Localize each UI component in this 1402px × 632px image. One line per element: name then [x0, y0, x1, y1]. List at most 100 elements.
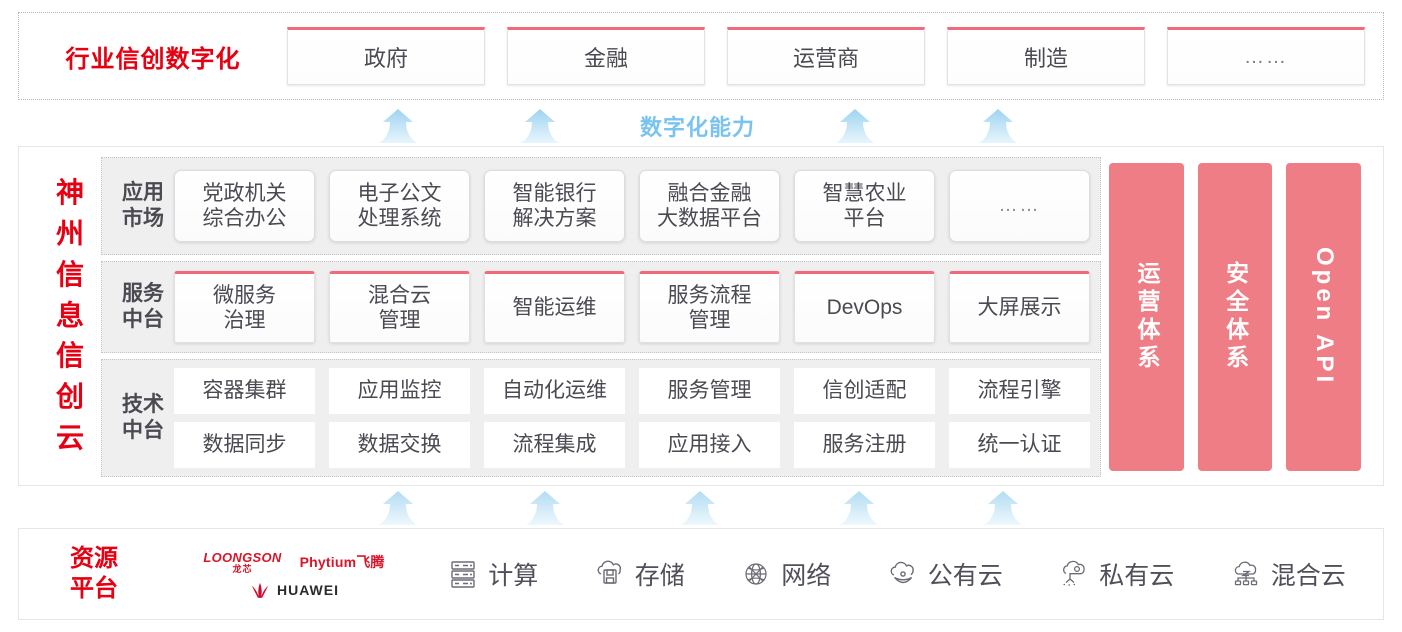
cell-line: 混合云	[368, 283, 431, 307]
up-arrow-icon	[522, 490, 568, 526]
technology-platform-cells: 容器集群 应用监控 自动化运维 服务管理 信创适配 流程引擎 数据同步 数据交换…	[174, 368, 1090, 468]
cell-line: 解决方案	[512, 207, 597, 230]
pillar-operations-system[interactable]: 运营体系	[1109, 163, 1184, 471]
private-cloud-icon	[1057, 557, 1091, 591]
resource-item-label: 存储	[634, 562, 685, 590]
hybrid-cloud-icon	[1229, 557, 1263, 591]
cell-line: 微服务	[213, 283, 276, 307]
row-label-line: 服务	[122, 282, 164, 306]
resource-platform-frame: 资源 平台 LOONGSON 龙芯 Phytium飞腾	[18, 528, 1384, 620]
resource-item-label: 混合云	[1270, 562, 1346, 590]
service-card-microservice-governance[interactable]: 微服务 治理	[174, 271, 315, 343]
resource-item-public-cloud[interactable]: 公有云	[886, 556, 1003, 592]
tech-card-app-monitoring[interactable]: 应用监控	[329, 368, 470, 414]
public-cloud-icon	[886, 557, 920, 591]
tech-card-process-engine[interactable]: 流程引擎	[949, 368, 1090, 414]
row-label-line: 中台	[122, 419, 164, 442]
cloud-title-char: 州	[55, 217, 84, 249]
tech-card-automated-ops[interactable]: 自动化运维	[484, 368, 625, 414]
tech-card-data-sync[interactable]: 数据同步	[174, 422, 315, 468]
resource-platform-title: 资源 平台	[19, 544, 169, 604]
tech-card-service-registry[interactable]: 服务注册	[794, 422, 935, 468]
row-label-line: 应用	[122, 181, 164, 205]
resource-item-label: 私有云	[1099, 562, 1175, 590]
cloud-title-char: 信	[55, 258, 84, 290]
huawei-logo: HUAWEI	[249, 582, 339, 598]
cell-line: 服务流程	[667, 283, 752, 307]
cell-line: 大数据平台	[657, 207, 762, 230]
resource-item-compute[interactable]: 计算	[446, 556, 538, 592]
up-arrow-icon	[375, 490, 421, 526]
app-card-government-office[interactable]: 党政机关 综合办公	[174, 170, 315, 242]
row-service-platform: 服务 中台 微服务 治理 混合云 管理 智能运维 服务流程	[101, 261, 1101, 353]
app-card-edoc-system[interactable]: 电子公文 处理系统	[329, 170, 470, 242]
service-card-aiops[interactable]: 智能运维	[484, 271, 625, 343]
industry-band-title: 行业信创数字化	[65, 45, 241, 73]
tech-card-process-integration[interactable]: 流程集成	[484, 422, 625, 468]
industry-card-government[interactable]: 政府	[287, 27, 485, 85]
cloud-title-char: 神	[55, 176, 84, 208]
cloud-platform-frame: 神 州 信 息 信 创 云 应用 市场 党政机关 综合办公	[18, 146, 1384, 486]
app-card-more[interactable]: ……	[949, 170, 1090, 242]
cell-line: 处理系统	[357, 207, 442, 230]
service-card-process-mgmt[interactable]: 服务流程 管理	[639, 271, 780, 343]
resource-item-label: 计算	[488, 562, 539, 590]
pillar-open-api[interactable]: Open API	[1286, 163, 1362, 471]
resource-item-storage[interactable]: 存储	[593, 556, 685, 592]
cloud-title-char: 云	[55, 422, 84, 454]
pillar-security-system[interactable]: 安全体系	[1197, 163, 1273, 471]
tech-card-unified-auth[interactable]: 统一认证	[949, 422, 1090, 468]
industry-card-list: 政府 金融 运营商 制造 ……	[287, 27, 1383, 85]
cloud-platform-title: 神 州 信 息 信 创 云	[45, 155, 95, 477]
up-arrow-icon	[832, 108, 878, 144]
tech-card-service-mgmt[interactable]: 服务管理	[639, 368, 780, 414]
service-card-devops[interactable]: DevOps	[794, 271, 935, 343]
resource-item-network[interactable]: 网络	[739, 556, 831, 592]
resource-item-private-cloud[interactable]: 私有云	[1057, 556, 1174, 592]
cell-line: 管理	[378, 309, 421, 332]
resource-item-label: 公有云	[927, 562, 1003, 590]
cloud-title-char: 创	[55, 381, 84, 413]
loongson-logo-cn: 龙芯	[232, 563, 253, 574]
capability-label: 数字化能力	[640, 115, 756, 140]
cloud-pillar-list: 运营体系 安全体系 Open API	[1109, 163, 1362, 471]
resource-title-line: 资源	[70, 545, 118, 572]
pillar-label: 运营体系	[1133, 261, 1160, 373]
technology-cells-top: 容器集群 应用监控 自动化运维 服务管理 信创适配 流程引擎	[174, 368, 1090, 414]
cloud-row-list: 应用 市场 党政机关 综合办公 电子公文 处理系统 智能银行	[101, 157, 1101, 477]
resource-item-hybrid-cloud[interactable]: 混合云	[1229, 556, 1346, 592]
capability-arrow-strip: 数字化能力	[0, 104, 1402, 144]
industry-card-more[interactable]: ……	[1167, 27, 1365, 85]
service-platform-cells: 微服务 治理 混合云 管理 智能运维 服务流程 管理 DevOps 大屏展示	[174, 271, 1090, 343]
app-card-smart-agriculture[interactable]: 智慧农业 平台	[794, 170, 935, 242]
cell-line: 综合办公	[202, 207, 287, 230]
vendor-logo-list: LOONGSON 龙芯 Phytium飞腾 HUAWEI	[169, 551, 419, 598]
cell-line: 管理	[688, 309, 731, 332]
huawei-logo-text: HUAWEI	[277, 581, 339, 598]
tech-card-container-cluster[interactable]: 容器集群	[174, 368, 315, 414]
tech-card-app-access[interactable]: 应用接入	[639, 422, 780, 468]
up-arrow-icon	[836, 490, 882, 526]
row-label-line: 技术	[122, 393, 164, 417]
row-label-line: 市场	[122, 207, 164, 230]
row-label-line: 中台	[122, 308, 164, 331]
app-card-smart-bank[interactable]: 智能银行 解决方案	[484, 170, 625, 242]
cell-line: 平台	[843, 207, 886, 230]
tech-card-xinchuang-adaptation[interactable]: 信创适配	[794, 368, 935, 414]
industry-card-operator[interactable]: 运营商	[727, 27, 925, 85]
app-card-finance-bigdata[interactable]: 融合金融 大数据平台	[639, 170, 780, 242]
cloud-storage-icon	[593, 557, 627, 591]
cell-line: 治理	[223, 309, 266, 332]
tech-card-data-exchange[interactable]: 数据交换	[329, 422, 470, 468]
huawei-flower-icon	[249, 582, 271, 598]
loongson-logo: LOONGSON 龙芯	[203, 551, 281, 574]
up-arrow-icon	[677, 490, 723, 526]
phytium-logo: Phytium飞腾	[299, 554, 385, 570]
service-card-hybrid-cloud-mgmt[interactable]: 混合云 管理	[329, 271, 470, 343]
industry-card-finance[interactable]: 金融	[507, 27, 705, 85]
row-label-service-platform: 服务 中台	[112, 281, 174, 332]
industry-card-manufacturing[interactable]: 制造	[947, 27, 1145, 85]
up-arrow-icon	[980, 490, 1026, 526]
service-card-dashboard[interactable]: 大屏展示	[949, 271, 1090, 343]
